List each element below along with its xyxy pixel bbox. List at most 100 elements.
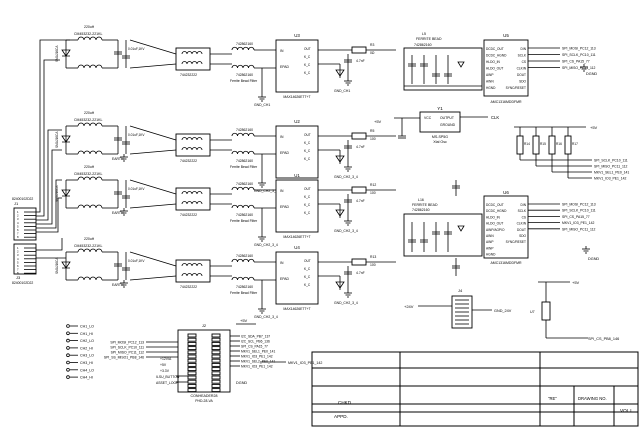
channel-3-pin-right-3: K_C	[304, 211, 311, 215]
j1-pin-1: 2	[17, 214, 19, 218]
channel-1-cmc-box	[175, 47, 211, 71]
channel-1-ycap: 0.01uF,1KV	[128, 47, 145, 51]
channel-4-driver-ref: U4	[294, 245, 300, 250]
header-pin-right-9	[211, 371, 221, 376]
channel-3-driver-part: MAX14626ETT+T	[283, 235, 310, 239]
channel-1-tvs-diode	[61, 49, 71, 57]
header-pin-left-3	[187, 346, 197, 351]
channel-4-clamp-diode	[335, 281, 345, 289]
channel-1-cmc-part: 744232222	[180, 73, 197, 77]
header-pin-left-5	[187, 354, 197, 359]
channel-4-out-cap: 4.7nF	[356, 271, 365, 275]
title-appd: APPD.	[334, 414, 348, 419]
channel-4-pin-right-3: K_C	[304, 283, 311, 287]
header-pin-left-11	[187, 379, 197, 384]
pullup-resistor-1	[532, 135, 540, 155]
j3-pin-3: 4	[17, 257, 19, 261]
channel-3-cmc-box	[175, 187, 211, 211]
osc-pin-output: OUTPUT	[440, 116, 454, 120]
u6-part: AMC1316MDDFMR	[490, 261, 522, 265]
channel-2-bead-top	[231, 132, 255, 137]
pullup-ref-0: R14	[524, 142, 530, 146]
pullup-net-3: MKV1_IO3_PE1_142	[594, 177, 627, 181]
j1-pin-7: 8	[17, 235, 19, 239]
u6-bead-name: FERRITE BEAD	[412, 203, 438, 207]
channel-2-earth: EARTH	[112, 157, 124, 161]
channel-1-driver-ic	[275, 39, 319, 93]
channel-3-cmc-part: 744232222	[180, 213, 197, 217]
connector-j4: J4 +24V GND_24V	[404, 288, 512, 329]
channel-3-out-resistor-ref: R12	[370, 183, 376, 187]
channel-port-7: CH4_HI	[80, 376, 93, 380]
channel-1-bead-top-part: 742862160	[236, 42, 253, 46]
j3-ref: J3	[16, 275, 21, 280]
j4-gnd: GND_24V	[494, 309, 512, 313]
pullup-supply: +5V	[590, 125, 598, 130]
channel-port-dot-3	[66, 346, 70, 350]
channel-4-cmc-coil-bottom	[181, 273, 203, 277]
header-pin-right-8	[211, 367, 221, 372]
u6-left-pin-5: AINN	[486, 234, 494, 238]
title-chkd: CHKD	[338, 400, 352, 405]
channel-2-tvs-diode	[61, 135, 71, 143]
u6-region: L16 FERRITE BEAD 742862160 U6 AMC1316MDD…	[403, 180, 599, 276]
j3-pin-4: 5	[17, 260, 19, 264]
channel-3-cmc-coil-bottom	[181, 201, 203, 205]
channel-4-tvs-diode	[61, 261, 71, 269]
channel-2-pin-left-1: EPAD	[280, 151, 290, 155]
channel-3-out-cap: 4.7nF	[356, 199, 365, 203]
u5-net-2: SPI_CS_PA15_77	[562, 60, 590, 64]
channel-2-bead-bottom	[231, 150, 255, 155]
channel-1-gnd-a: GND_CH1	[254, 103, 270, 107]
channel-4-bead-bottom-part: 742862160	[236, 285, 253, 289]
board-header: J2 CONHEADER28 PHD-28-VA SPI_MOSI_PC12_1…	[104, 318, 323, 403]
header-io-net: MKV1_IO3_PE1_142	[288, 361, 322, 365]
channel-4-pin-left-1: EPAD	[280, 277, 290, 281]
header-pin-right-1	[211, 337, 221, 342]
header-pin-left-10	[187, 375, 197, 380]
j4-supply: +24V	[404, 304, 414, 309]
j3-pin-0: 1	[17, 246, 19, 250]
channel-4-bead-label: Ferrite Bead Filter	[230, 291, 258, 295]
j3-pin-7: 8	[17, 271, 19, 275]
channel-4-out-resistor-ref: R13	[370, 255, 376, 259]
channel-port-dot-5	[66, 360, 70, 365]
channel-3-driver-ref: U1	[294, 173, 300, 178]
header-right-net-0: I2C_SDA_PB7_137	[241, 335, 270, 339]
channel-3-ycap: 0.01uF,1KV	[128, 187, 145, 191]
channel-3-bead-top-part: 742862160	[236, 182, 253, 186]
u5-gnd: DGND	[586, 72, 597, 76]
channel-3-pin-left-1: EPAD	[280, 205, 290, 209]
pullup-net-2: MKV1_SEL1_PE0_141	[594, 171, 629, 175]
channel-2-pin-left-0: IN	[280, 135, 284, 139]
header-body	[177, 329, 231, 393]
channel-port-5: CH3_HI	[80, 361, 93, 365]
channel-4-input-choke: CM453232-221KL	[74, 244, 102, 248]
channel-1-clamp-diode	[335, 69, 345, 77]
u6-passive-caps	[408, 222, 465, 252]
u5-right-pin-0: DIN	[521, 47, 527, 51]
channel-port-2: CH2_LO	[80, 339, 94, 343]
header-pin-right-5	[211, 354, 221, 359]
channel-2-gnd-b: GND_CH2_3_4	[334, 175, 358, 179]
channel-2-out-resistor-value: 100	[370, 137, 376, 141]
channel-4-pin-right-1: K_C	[304, 267, 311, 271]
u5-right-pin-2: CS	[522, 60, 526, 64]
u5-left-pin-1: DCDC_HGND	[486, 54, 507, 58]
u6-net-1: SPI_SCLK_PC10_111	[562, 209, 596, 213]
channel-4-out-resistor	[351, 258, 367, 266]
u6-right-pin-2: CS	[522, 215, 526, 219]
channel-2-bead-bottom-part: 742862160	[236, 159, 253, 163]
channel-2-bead-label: Ferrite Bead Filter	[230, 165, 258, 169]
channel-1-pin-right-2: K_C	[304, 63, 311, 67]
pullup-resistor-3	[564, 135, 572, 155]
u5-right-pin-3: CLKIN	[517, 67, 527, 71]
u5-bead-name: FERRITE BEAD	[416, 37, 442, 41]
channel-1-gnd-b: GND_CH1	[334, 89, 350, 93]
channel-4-cmc	[175, 259, 211, 283]
channel-1-inductor-bottom	[77, 64, 103, 69]
pullup-ref-2: R16	[556, 142, 562, 146]
j1-pin-4: 5	[17, 224, 19, 228]
header-pin-left-7	[187, 362, 197, 367]
